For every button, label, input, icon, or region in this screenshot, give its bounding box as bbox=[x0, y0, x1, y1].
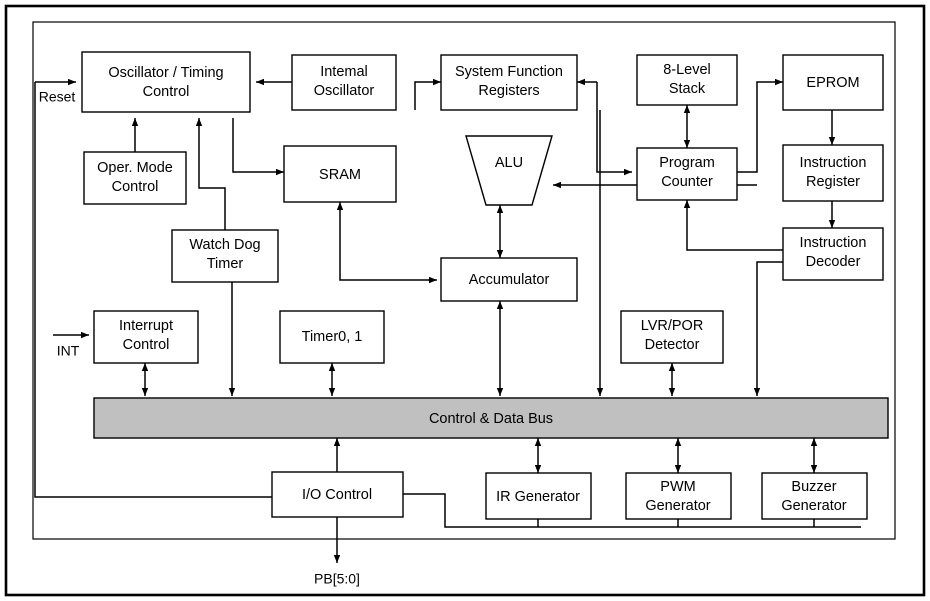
block-pwm-generator[interactable]: PWM Generator bbox=[625, 472, 732, 520]
block-internal-oscillator-line2: Oscillator bbox=[314, 83, 375, 99]
wire-layer bbox=[34, 78, 861, 563]
block-buzzer-generator-line1: Buzzer bbox=[791, 479, 836, 495]
signal-label-pb: PB[5:0] bbox=[314, 571, 360, 587]
block-alu[interactable]: ALU bbox=[465, 135, 553, 206]
block-accumulator-label: Accumulator bbox=[469, 272, 550, 288]
block-interrupt-control[interactable]: Interrupt Control bbox=[93, 310, 199, 364]
block-interrupt-control-line1: Interrupt bbox=[119, 318, 173, 334]
block-8-level-stack-line1: 8-Level bbox=[663, 62, 711, 78]
wire-osc-control-to-sram bbox=[232, 118, 284, 176]
block-oper-mode-control-line2: Control bbox=[112, 179, 159, 195]
control-data-bus[interactable]: Control & Data Bus bbox=[93, 397, 889, 439]
wire-sfr-left-input bbox=[414, 78, 441, 110]
block-oscillator-timing-control[interactable]: Oscillator / Timing Control bbox=[81, 51, 251, 113]
block-oper-mode-control[interactable]: Oper. Mode Control bbox=[83, 151, 187, 205]
wire-reset-rail bbox=[34, 82, 272, 498]
block-pwm-generator-line1: PWM bbox=[660, 479, 695, 495]
block-interrupt-control-line2: Control bbox=[123, 337, 170, 353]
block-lvr-por-detector[interactable]: LVR/POR Detector bbox=[620, 310, 724, 364]
block-lvr-por-detector-line2: Detector bbox=[645, 337, 700, 353]
block-8-level-stack[interactable]: 8-Level Stack bbox=[636, 54, 738, 106]
block-program-counter[interactable]: Program Counter bbox=[636, 147, 738, 201]
block-ir-generator[interactable]: IR Generator bbox=[485, 472, 592, 520]
block-instruction-decoder-line1: Instruction bbox=[800, 235, 867, 251]
block-system-function-registers-line1: System Function bbox=[455, 64, 563, 80]
wire-wdt-to-osc-control bbox=[195, 118, 226, 230]
block-lvr-por-detector-line1: LVR/POR bbox=[641, 318, 704, 334]
block-watch-dog-timer[interactable]: Watch Dog Timer bbox=[171, 229, 279, 283]
block-eprom-label: EPROM bbox=[806, 75, 859, 91]
inner-chip-boundary bbox=[32, 21, 896, 540]
wire-decoder-to-pc bbox=[683, 200, 783, 251]
block-instruction-decoder[interactable]: Instruction Decoder bbox=[782, 227, 884, 281]
block-ir-generator-label: IR Generator bbox=[496, 489, 580, 505]
block-watch-dog-timer-line2: Timer bbox=[207, 256, 244, 272]
block-pwm-generator-line2: Generator bbox=[645, 498, 710, 514]
block-watch-dog-timer-line1: Watch Dog bbox=[189, 237, 260, 253]
block-instruction-register-line1: Instruction bbox=[800, 155, 867, 171]
block-buzzer-generator[interactable]: Buzzer Generator bbox=[761, 472, 868, 520]
block-io-control-label: I/O Control bbox=[302, 487, 372, 503]
block-eprom[interactable]: EPROM bbox=[782, 54, 884, 111]
wire-sfr-pc-vertical bbox=[596, 82, 632, 176]
wire-decoder-to-bus bbox=[753, 261, 783, 396]
block-timer0-1[interactable]: Timer0, 1 bbox=[279, 310, 385, 364]
block-program-counter-line1: Program bbox=[659, 155, 715, 171]
block-instruction-register-line2: Register bbox=[806, 174, 860, 190]
block-sram-label: SRAM bbox=[319, 167, 361, 183]
block-internal-oscillator-line1: Intemal bbox=[320, 64, 368, 80]
block-oscillator-timing-control-line2: Control bbox=[143, 84, 190, 100]
wire-pc-to-eprom bbox=[737, 78, 783, 173]
block-accumulator[interactable]: Accumulator bbox=[440, 257, 578, 302]
block-system-function-registers-line2: Registers bbox=[478, 83, 539, 99]
block-instruction-decoder-line2: Decoder bbox=[806, 254, 861, 270]
signal-label-reset: Reset bbox=[39, 89, 76, 105]
block-program-counter-line2: Counter bbox=[661, 174, 713, 190]
block-8-level-stack-line2: Stack bbox=[669, 81, 706, 97]
wire-io-control-to-generators-rail bbox=[403, 493, 861, 528]
block-timer0-1-label: Timer0, 1 bbox=[302, 329, 363, 345]
block-internal-oscillator[interactable]: Intemal Oscillator bbox=[291, 54, 397, 111]
block-system-function-registers[interactable]: System Function Registers bbox=[440, 54, 578, 111]
block-buzzer-generator-line2: Generator bbox=[781, 498, 846, 514]
block-alu-label: ALU bbox=[495, 155, 523, 171]
outer-border bbox=[4, 4, 926, 597]
control-data-bus-label: Control & Data Bus bbox=[429, 411, 553, 427]
block-instruction-register[interactable]: Instruction Register bbox=[782, 144, 884, 202]
signal-label-int: INT bbox=[57, 343, 80, 359]
block-io-control[interactable]: I/O Control bbox=[271, 471, 404, 518]
block-oscillator-timing-control-line1: Oscillator / Timing bbox=[108, 65, 223, 81]
block-oper-mode-control-line1: Oper. Mode bbox=[97, 160, 173, 176]
block-sram[interactable]: SRAM bbox=[283, 145, 397, 203]
wire-sram-to-accumulator bbox=[339, 258, 437, 284]
